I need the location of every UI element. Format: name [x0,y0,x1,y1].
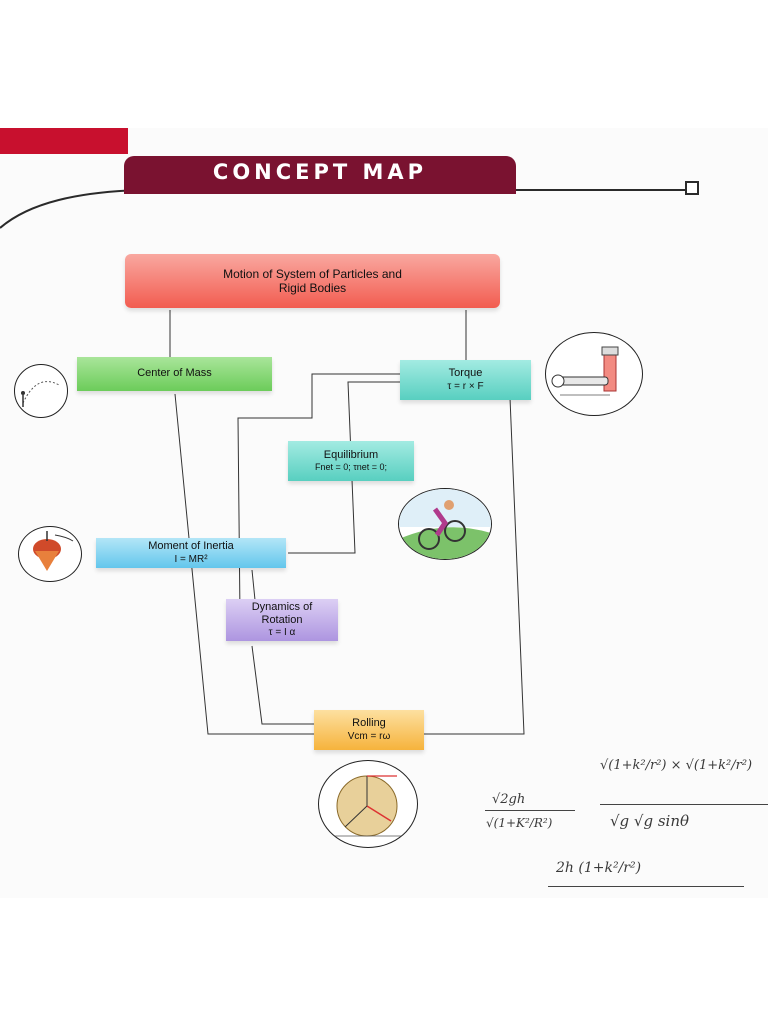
wrench-icon [551,346,619,396]
hw-fraction-bar [485,810,575,811]
root-concept-line1: Motion of System of Particles and [223,266,402,281]
rolling-label: Rolling [352,717,386,730]
hw-left-numerator: √2gh [492,792,526,807]
spinning-top-icon [33,531,74,571]
dynamics-line1: Dynamics of [251,600,313,613]
equilibrium-formula: Fnet = 0; τnet = 0; [314,462,388,473]
cyclist-illustration [398,488,492,560]
hw-left-denominator: √(1+K²/R²) [486,816,553,830]
equilibrium-label: Equilibrium [323,449,379,461]
textbook-page: CONCEPT MAP Motion of System of Particle… [0,128,768,898]
rolling-formula: Vcm = rω [347,730,391,742]
hw-top-term: √(1+k²/r²) × √(1+k²/r²) [600,758,753,773]
dynamics-formula: τ = I α [268,627,296,639]
rolling-wheel-icon [333,775,403,837]
red-corner-band [0,128,128,154]
equilibrium-box: Equilibrium Fnet = 0; τnet = 0; [288,441,414,481]
moment-of-inertia-box: Moment of Inertia I = MR² [96,538,286,568]
hw-main-bar [600,804,768,805]
moment-of-inertia-formula: I = MR² [174,553,208,565]
hw-bottom-bar [548,886,744,887]
rolling-wheel-illustration [318,760,418,848]
hw-bottom-term: 2h (1+k²/r²) [556,860,642,876]
projectile-illustration [14,364,68,418]
hw-mid-term: √g √g sinθ [610,812,690,830]
wrench-torque-illustration [545,332,643,416]
header-tab [124,156,516,194]
projectile-icon [21,381,60,407]
center-of-mass-label: Center of Mass [137,367,212,380]
root-concept-line2: Rigid Bodies [278,281,347,295]
spinning-top-illustration [18,526,82,582]
dynamics-of-rotation-box: Dynamics of Rotation τ = I α [226,599,338,641]
moment-of-inertia-label: Moment of Inertia [148,540,234,553]
torque-box: Torque τ = r × F [400,360,531,400]
torque-formula: τ = r × F [447,380,484,392]
root-concept-box: Motion of System of Particles and Rigid … [125,254,500,308]
rolling-box: Rolling Vcm = rω [314,710,424,750]
page-title: CONCEPT MAP [212,160,428,184]
center-of-mass-box: Center of Mass [77,357,272,391]
torque-label: Torque [448,367,483,380]
dynamics-line2: Rotation [261,614,303,626]
cyclist-icon [399,489,491,559]
